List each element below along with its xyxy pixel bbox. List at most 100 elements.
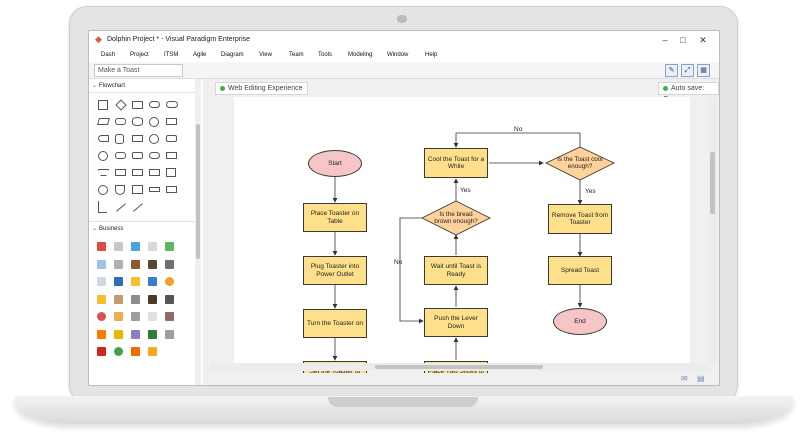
display-shape-tool[interactable] (115, 152, 126, 159)
database-shape-tool[interactable] (115, 134, 124, 144)
business-coins-icon[interactable] (131, 330, 140, 339)
manual-operation-shape-tool[interactable] (132, 152, 143, 159)
minimize-button[interactable]: – (662, 35, 668, 45)
mail-icon[interactable]: ✉ (681, 374, 688, 383)
business-book-icon[interactable] (148, 295, 157, 304)
palette-scrollbar[interactable] (195, 79, 201, 385)
manual-input-shape-tool[interactable] (98, 169, 109, 176)
business-money-icon[interactable] (114, 330, 123, 339)
business-building-icon[interactable] (148, 242, 157, 251)
business-document-icon[interactable] (97, 277, 106, 286)
terminal-shape-tool[interactable] (149, 101, 160, 108)
pin-icon[interactable]: ✎ (665, 64, 678, 77)
plug-toaster-node[interactable]: Plug Toaster into Power Outlet (303, 256, 367, 285)
stored-process-tool[interactable] (132, 185, 143, 194)
toast-cool-decision[interactable]: Is the Toast cool enough? (557, 155, 603, 170)
business-folder-icon[interactable] (97, 295, 106, 304)
business-cash-icon[interactable] (148, 330, 157, 339)
business-laptop-icon[interactable] (148, 312, 157, 321)
menu-diagram[interactable]: Diagram (221, 52, 244, 58)
business-man-icon[interactable] (114, 295, 123, 304)
business-pie-chart-icon[interactable] (165, 277, 174, 286)
wait-ready-node[interactable]: Wait until Toast is Ready (424, 256, 488, 285)
document-icon[interactable]: ▤ (697, 374, 705, 383)
start-end-shape-tool[interactable] (166, 101, 178, 108)
extract-shape-tool[interactable] (166, 168, 176, 177)
stored-data-shape-tool[interactable] (115, 118, 126, 125)
start-node[interactable]: Start (308, 150, 362, 177)
business-woman-icon[interactable] (131, 295, 140, 304)
turn-on-node[interactable]: Turn the Toaster on (303, 309, 367, 338)
business-store-icon[interactable] (97, 242, 106, 251)
panel-splitter[interactable] (203, 79, 210, 385)
decision-shape-tool[interactable] (115, 99, 127, 111)
business-gavel-icon[interactable] (165, 312, 174, 321)
punched-tape-shape-tool[interactable] (166, 152, 177, 159)
business-screen-icon[interactable] (148, 277, 157, 286)
business-person-icon[interactable] (114, 277, 123, 286)
annotation-shape-tool[interactable] (149, 187, 160, 192)
arrow-shape-tool[interactable] (166, 186, 177, 193)
business-section-header[interactable]: ⌄Business (92, 225, 123, 232)
business-presentation-icon[interactable] (97, 260, 106, 269)
business-people-icon[interactable] (131, 312, 140, 321)
business-tools-icon[interactable] (165, 330, 174, 339)
business-target-icon[interactable] (97, 312, 106, 321)
bread-brown-decision[interactable]: Is the bread brown enough? (434, 210, 478, 225)
canvas-horizontal-scrollbar[interactable] (210, 363, 709, 371)
collate-shape-tool[interactable] (132, 169, 143, 176)
business-bar-chart-icon[interactable] (165, 242, 174, 251)
or-shape-tool[interactable] (149, 134, 159, 144)
maximize-button[interactable]: □ (680, 35, 686, 45)
layout-icon[interactable]: ▦ (697, 64, 710, 77)
menu-dash[interactable]: Dash (101, 52, 116, 58)
business-chart-icon[interactable] (114, 242, 123, 251)
document-shape-tool[interactable] (132, 101, 143, 109)
menu-agile[interactable]: Agile (193, 52, 207, 58)
off-page-connector-tool[interactable] (115, 185, 125, 195)
spread-toast-node[interactable]: Spread Toast (548, 256, 612, 285)
business-team-icon[interactable] (114, 260, 123, 269)
place-toaster-node[interactable]: Place Toaster on Table (303, 203, 367, 232)
diagram-paper[interactable]: Start Place Toaster on Table Plug Toaste… (234, 97, 690, 385)
autosave-badge[interactable]: Auto save: On (658, 82, 719, 103)
flowchart-section-header[interactable]: ⌄Flowchart (92, 82, 125, 89)
business-lightbulb-icon[interactable] (131, 277, 140, 286)
canvas-vertical-scrollbar[interactable] (709, 97, 717, 363)
card-shape-tool[interactable] (166, 135, 177, 142)
business-factory-icon[interactable] (165, 260, 174, 269)
menu-project[interactable]: Project (130, 52, 149, 58)
swimlane-tool[interactable] (98, 201, 107, 213)
connector-shape-tool[interactable] (149, 117, 159, 127)
fit-view-icon[interactable]: ⤢ (681, 64, 694, 77)
predefined-process-shape-tool[interactable] (166, 118, 177, 125)
circle-shape-tool[interactable] (98, 185, 108, 195)
on-page-ref-shape-tool[interactable] (98, 151, 108, 161)
process-shape-tool[interactable] (98, 100, 108, 110)
menu-tools[interactable]: Tools (318, 52, 333, 58)
diagram-name-field[interactable]: Make a Toast (94, 64, 183, 77)
menu-modeling[interactable]: Modeling (348, 52, 373, 58)
business-network-icon[interactable] (114, 312, 123, 321)
menu-view[interactable]: View (259, 52, 272, 58)
business-pie-icon[interactable] (148, 347, 157, 356)
data-shape-tool[interactable] (97, 118, 110, 125)
menu-itsm[interactable]: ITSM (164, 52, 179, 58)
business-shop-icon[interactable] (97, 347, 106, 356)
merge-shape-tool[interactable] (115, 169, 126, 176)
cool-toast-node[interactable]: Cool the Toast for a While (424, 148, 488, 178)
business-grid-icon[interactable] (97, 330, 106, 339)
close-button[interactable]: ✕ (699, 35, 707, 45)
line-connector-tool[interactable] (133, 203, 143, 212)
sort-shape-tool[interactable] (149, 169, 160, 176)
web-editing-badge[interactable]: Web Editing Experience (215, 82, 308, 95)
flow-connector-tool[interactable] (116, 203, 126, 212)
business-briefcase-icon[interactable] (131, 260, 140, 269)
delay-shape-tool[interactable] (98, 135, 109, 142)
business-bag-icon[interactable] (148, 260, 157, 269)
magnetic-disk-shape-tool[interactable] (132, 117, 143, 126)
canvas-horizontal-scroll-thumb[interactable] (375, 365, 543, 369)
menu-window[interactable]: Window (387, 52, 409, 58)
business-calendar-icon[interactable] (131, 242, 140, 251)
preparation-shape-tool[interactable] (149, 152, 160, 159)
